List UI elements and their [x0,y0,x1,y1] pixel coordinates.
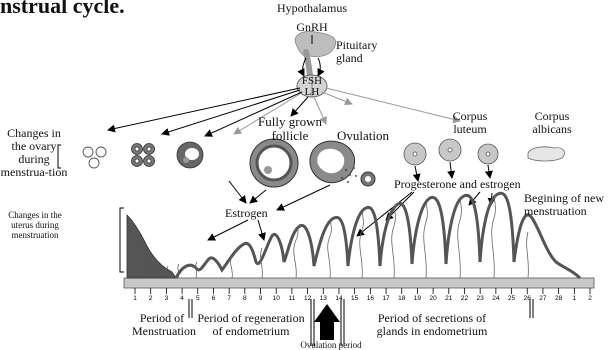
period-menstruation-label: Period of Menstruation [132,312,192,338]
ovulation-label: Ovulation [337,129,407,142]
day-number: 12 [301,295,315,303]
day-number: 17 [379,295,393,303]
progesterone-estrogen-label: Progesterone and estrogen [394,178,544,191]
day-ticks [135,288,590,294]
day-number: 18 [395,295,409,303]
beginning-new-menstruation-label: Begining of new menstruation [524,192,610,218]
day-number: 20 [426,295,440,303]
estrogen-label: Estrogen [225,207,285,220]
day-number: 1 [128,295,142,303]
ovary-stage-tertiary [177,142,203,168]
day-number: 13 [316,295,330,303]
day-number: 2 [583,295,597,303]
corpus-albicans-drawing [528,147,564,161]
day-number: 25 [505,295,519,303]
day-number: 21 [442,295,456,303]
pituitary-label: Pituitary gland [336,39,396,65]
day-number: 15 [348,295,362,303]
corpus-luteum-label: Corpus luteum [440,110,500,136]
corpus-luteum-drawings [404,139,498,165]
fully-grown-follicle-drawing [250,139,298,187]
hypothalamus-label: Hypothalamus [262,2,362,15]
day-number: 22 [457,295,471,303]
day-number: 5 [191,295,205,303]
day-number: 16 [363,295,377,303]
page-title: nstrual cycle. [0,0,125,18]
lh-label: LH [298,86,326,99]
day-number: 1 [567,295,581,303]
ovulation-period-arrow [314,304,340,340]
day-number: 23 [473,295,487,303]
uterus-changes-label: Changes in the uterus during menstruatio… [0,210,70,240]
day-number: 3 [159,295,173,303]
ovulation-drawing [310,141,375,186]
day-number: 8 [238,295,252,303]
ovary-changes-label: Changes in the ovary during menstrua-tio… [0,127,68,179]
gnrh-label: GnRH [285,21,339,34]
day-number: 27 [536,295,550,303]
day-number: 14 [332,295,346,303]
day-number: 10 [269,295,283,303]
day-number: 6 [206,295,220,303]
ovary-stage-primary [83,147,106,168]
shedding-endometrium [127,215,176,278]
day-number: 19 [410,295,424,303]
day-number: 26 [520,295,534,303]
fully-grown-follicle-label: Fully grown follicle [248,115,332,143]
day-number: 2 [144,295,158,303]
period-regeneration-label: Period of regeneration of endometrium [192,312,310,338]
day-number: 28 [552,295,566,303]
day-number: 7 [222,295,236,303]
ovulation-period-label: Ovulation period [293,340,369,350]
ovary-stage-secondary [132,144,155,167]
day-number: 24 [489,295,503,303]
period-secretions-label: Period of secretions of glands in endome… [365,312,499,338]
day-number: 9 [254,295,268,303]
uterus-base-band [124,278,594,288]
day-number: 11 [285,295,299,303]
day-number: 4 [175,295,189,303]
corpus-albicans-label: Corpus albicans [522,110,582,136]
